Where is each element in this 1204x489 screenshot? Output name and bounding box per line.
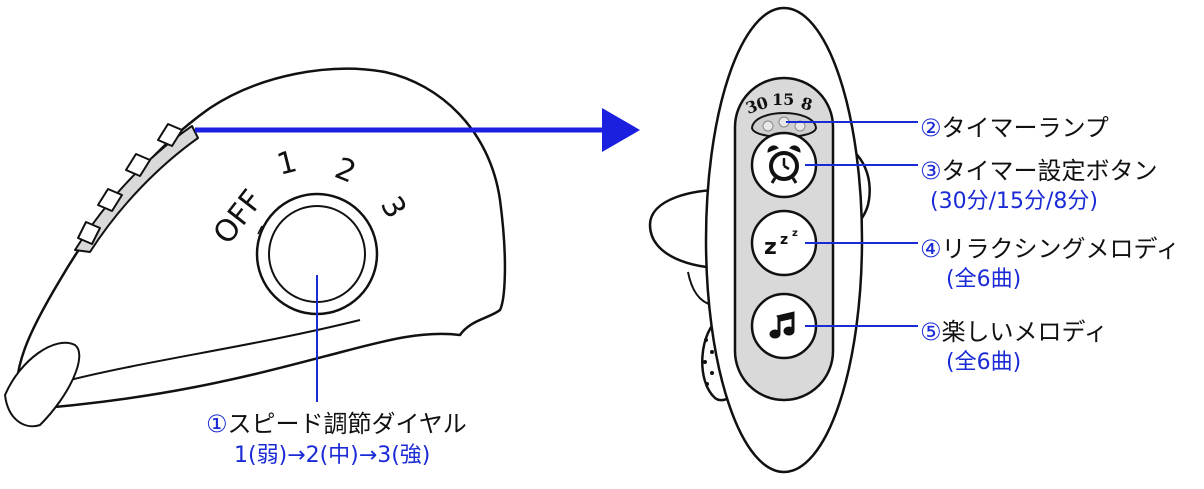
alarm-clock-icon	[767, 145, 801, 184]
side-notch-1	[157, 123, 183, 147]
timer-lamp-30	[762, 120, 774, 132]
callout-3-number: ③	[920, 157, 942, 185]
callout-2-title: ②タイマーランプ	[920, 108, 1109, 143]
callout-4-number: ④	[920, 235, 942, 263]
callout-1-title: ①スピード調節ダイヤル	[206, 404, 467, 439]
callout-3-text: タイマー設定ボタン	[941, 157, 1158, 185]
music-note-icon	[769, 311, 795, 339]
lamp-label-8: 8	[799, 93, 814, 114]
device-side-view	[4, 67, 507, 428]
callout-4-title: ④リラクシングメロディ	[920, 229, 1180, 264]
side-tip	[4, 341, 81, 428]
callout-4-text: リラクシングメロディ	[941, 235, 1180, 263]
view-arrow	[195, 108, 640, 152]
callout-2-text: タイマーランプ	[941, 114, 1109, 142]
callout-4-sub: (全6曲)	[946, 267, 1022, 292]
side-notch-2	[125, 153, 151, 177]
callout-5-sub: (全6曲)	[946, 350, 1022, 375]
device-top-view	[648, 6, 871, 474]
zzz-mid: z	[780, 232, 788, 248]
zzz-big: z	[764, 235, 777, 260]
right-leader-lines	[786, 121, 918, 327]
arrow-head	[602, 108, 640, 152]
callout-5-number: ⑤	[920, 318, 942, 346]
callout-1-sub: 1(弱)→2(中)→3(強)	[234, 443, 431, 468]
side-bottom-curve	[69, 319, 361, 381]
callout-5-text: 楽しいメロディ	[941, 318, 1108, 346]
callout-3-title: ③タイマー設定ボタン	[920, 151, 1158, 186]
lamp-label-15: 15	[772, 90, 794, 109]
callout-1-number: ①	[206, 410, 228, 438]
callout-3-sub: (30分/15分/8分)	[930, 189, 1098, 214]
side-notch-3	[97, 188, 123, 212]
callout-1-text: スピード調節ダイヤル	[227, 410, 467, 438]
callout-5-title: ⑤楽しいメロディ	[920, 312, 1108, 347]
zzz-small: z	[792, 228, 798, 239]
callout-2-number: ②	[920, 114, 942, 142]
dial-indicator	[257, 225, 263, 235]
sleep-zzz-icon: z z z	[764, 228, 798, 260]
side-notch-4	[77, 221, 101, 245]
